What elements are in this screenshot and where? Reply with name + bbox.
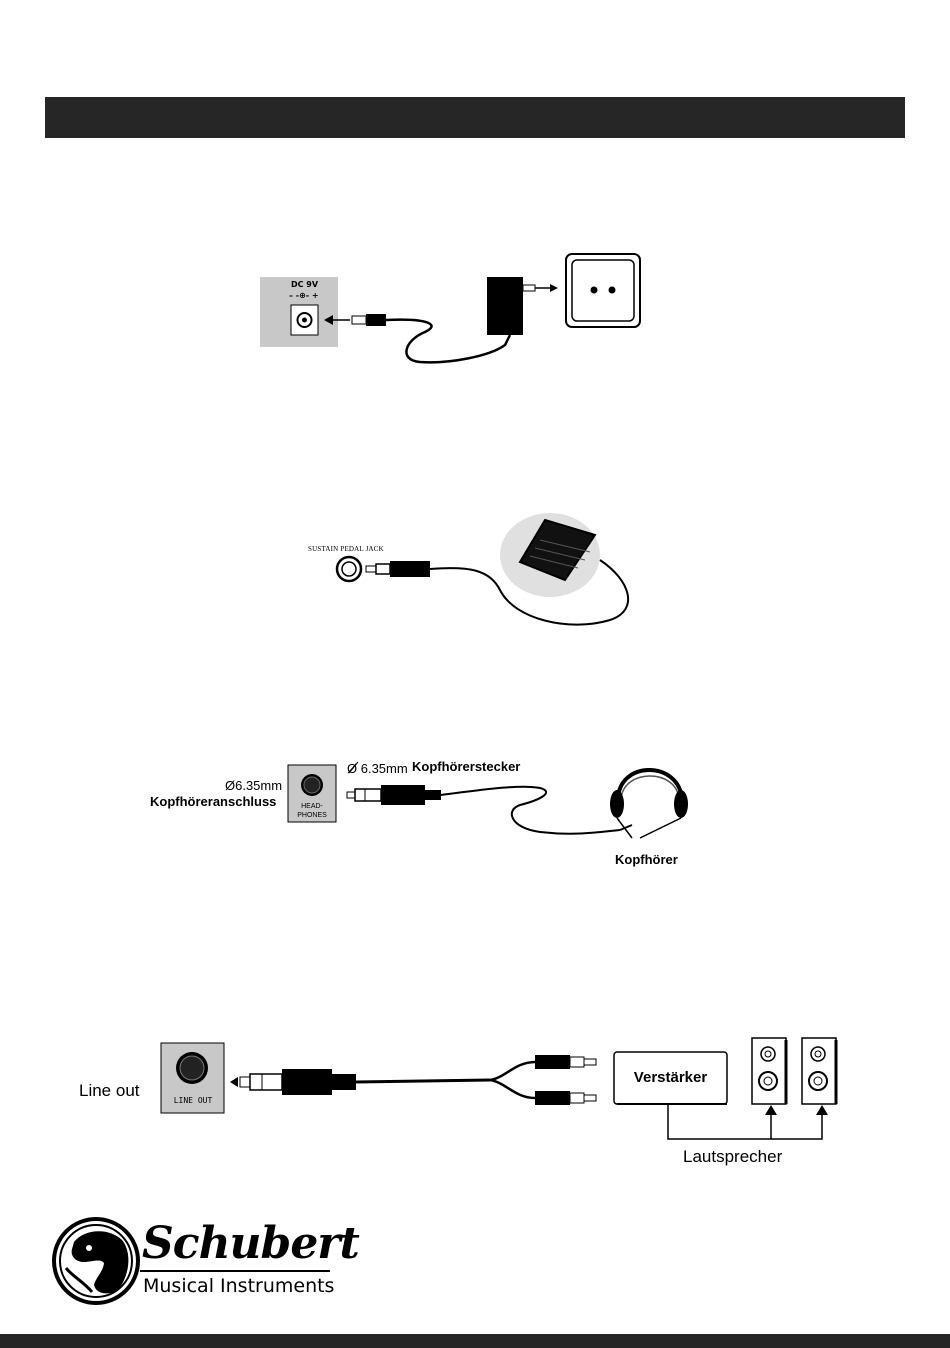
brand-name: Schubert	[142, 1222, 359, 1266]
dog-head-logo-icon	[54, 1219, 138, 1303]
brand-divider	[140, 1270, 330, 1272]
brand-tagline: Musical Instruments	[143, 1277, 334, 1296]
